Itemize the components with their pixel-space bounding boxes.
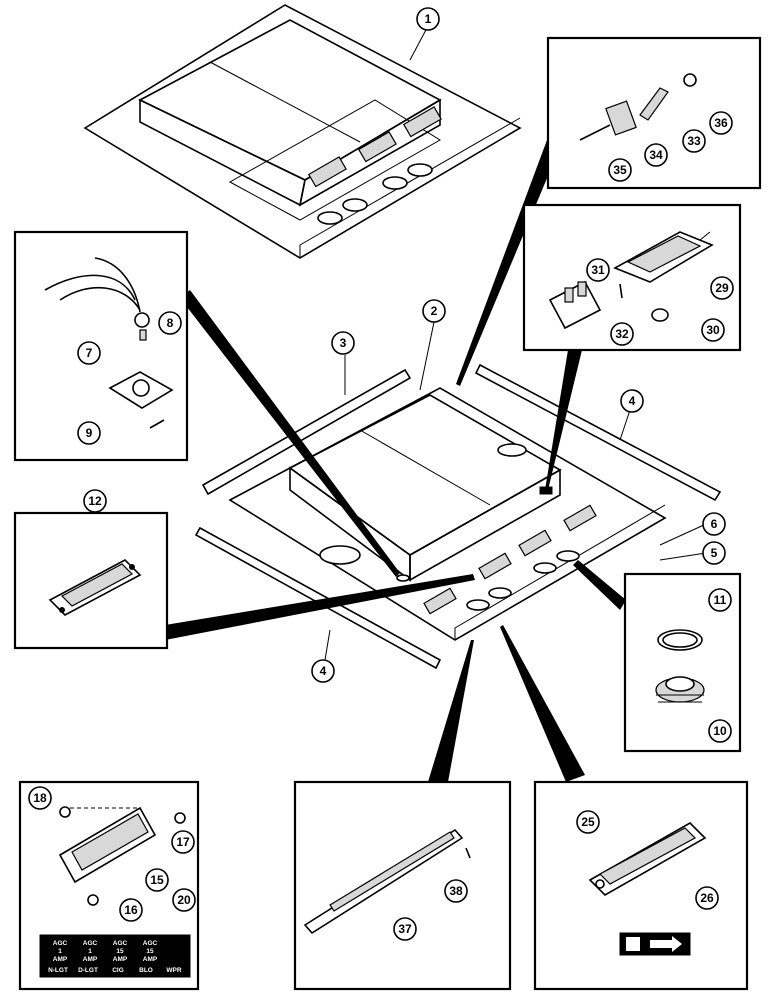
- main-roof-panel: [228, 387, 667, 641]
- callout-36: 36: [709, 111, 733, 135]
- callout-35: 35: [608, 158, 632, 182]
- callout-11: 11: [708, 588, 732, 612]
- svg-text:7: 7: [86, 346, 93, 360]
- svg-text:35: 35: [613, 163, 627, 177]
- svg-text:1: 1: [425, 12, 432, 26]
- svg-text:4: 4: [629, 394, 636, 408]
- svg-text:29: 29: [715, 281, 729, 295]
- callout-1: 1: [416, 7, 440, 31]
- decal-r3c4: AMP: [143, 956, 158, 963]
- svg-text:11: 11: [714, 593, 727, 607]
- svg-text:33: 33: [687, 134, 701, 148]
- callout-16: 16: [119, 898, 143, 922]
- seal-strip-4-left: [194, 526, 442, 670]
- svg-text:6: 6: [711, 517, 718, 531]
- callout-6: 6: [702, 512, 726, 536]
- svg-text:17: 17: [176, 835, 190, 849]
- svg-text:8: 8: [167, 316, 174, 330]
- harness-detail-box: [13, 230, 189, 462]
- decal-r1c3: AGC: [113, 940, 128, 947]
- callout-2: 2: [422, 299, 446, 323]
- svg-text:32: 32: [615, 327, 629, 341]
- svg-text:18: 18: [33, 791, 47, 805]
- svg-text:26: 26: [700, 891, 714, 905]
- decal-r1c4: AGC: [143, 940, 158, 947]
- decal-r4c3: CIG: [112, 967, 124, 974]
- svg-text:31: 31: [591, 263, 605, 277]
- svg-text:2: 2: [431, 304, 438, 318]
- callout-7: 7: [77, 341, 101, 365]
- svg-text:16: 16: [124, 903, 138, 917]
- decal-r3c3: AMP: [113, 956, 128, 963]
- decal-r4c2: D-LGT: [78, 967, 98, 974]
- svg-text:12: 12: [88, 494, 102, 508]
- svg-text:15: 15: [150, 873, 164, 887]
- callout-4-left: 4: [311, 659, 335, 683]
- callout-26: 26: [695, 886, 719, 910]
- svg-text:34: 34: [649, 148, 663, 162]
- callout-32: 32: [610, 322, 634, 346]
- decal-r1c2: AGC: [83, 940, 98, 947]
- svg-text:20: 20: [177, 893, 191, 907]
- svg-text:37: 37: [398, 922, 412, 936]
- decal-r4c5: WPR: [166, 967, 181, 974]
- svg-text:9: 9: [86, 426, 93, 440]
- decal-r2c3: 15: [116, 948, 124, 955]
- trim-strip-detail-box: [293, 780, 512, 991]
- svg-text:30: 30: [706, 323, 720, 337]
- callout-25: 25: [576, 810, 600, 834]
- decal-r3c1: AMP: [53, 956, 68, 963]
- callout-15: 15: [145, 868, 169, 892]
- callout-5: 5: [702, 541, 726, 565]
- seal-strip-3: [201, 368, 412, 496]
- callout-20: 20: [172, 888, 196, 912]
- callout-12: 12: [83, 489, 107, 513]
- callout-18: 18: [28, 786, 52, 810]
- decal-r2c4: 15: [146, 948, 154, 955]
- decal-r2c2: 1: [88, 948, 92, 955]
- callout-37: 37: [393, 917, 417, 941]
- callout-38: 38: [444, 879, 468, 903]
- callout-31: 31: [586, 258, 610, 282]
- switch-module-detail-box: [533, 780, 749, 991]
- fuse-decal: AGC AGC AGC AGC 1 1 15 15 AMP AMP AMP AM…: [48, 940, 182, 974]
- callout-4-right: 4: [620, 389, 644, 413]
- svg-text:10: 10: [713, 724, 727, 738]
- leader-lines: [165, 132, 626, 782]
- callout-8: 8: [158, 311, 182, 335]
- callout-33: 33: [682, 129, 706, 153]
- svg-text:5: 5: [711, 546, 718, 560]
- callout-3: 3: [331, 331, 355, 355]
- upper-roof-panel: [83, 4, 522, 259]
- svg-text:38: 38: [449, 884, 463, 898]
- svg-text:3: 3: [340, 336, 347, 350]
- callout-34: 34: [644, 143, 668, 167]
- callout-17: 17: [171, 830, 195, 854]
- decal-r3c2: AMP: [83, 956, 98, 963]
- callout-ticks: [324, 25, 707, 661]
- svg-text:25: 25: [581, 815, 595, 829]
- decal-r4c4: BLO: [139, 967, 153, 974]
- decal-r2c1: 1: [58, 948, 62, 955]
- callout-9: 9: [77, 421, 101, 445]
- decal-r4c1: N-LGT: [48, 967, 68, 974]
- callout-10: 10: [708, 719, 732, 743]
- svg-text:36: 36: [714, 116, 728, 130]
- fuse-block-detail-box: [18, 780, 200, 991]
- decal-r1c1: AGC: [53, 940, 68, 947]
- callout-29: 29: [710, 276, 734, 300]
- switch-panel-detail-box: [13, 511, 169, 650]
- seal-strip-4-right: [474, 363, 722, 502]
- svg-text:4: 4: [320, 664, 327, 678]
- callout-30: 30: [701, 318, 725, 342]
